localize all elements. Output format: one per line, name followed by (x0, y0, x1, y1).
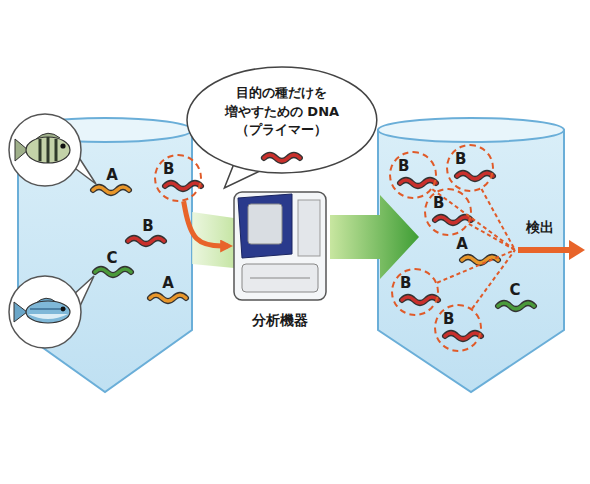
dna-strand (128, 238, 164, 244)
dna-strand (400, 180, 436, 186)
device-label: 分析機器 (232, 312, 328, 330)
species-letter: C (106, 249, 117, 267)
leader-line (482, 189, 515, 250)
fish-bubble (9, 276, 94, 348)
dna-strand (93, 187, 129, 193)
species-letter: B (398, 157, 409, 175)
leader-line (432, 189, 515, 250)
target-circle: B (389, 151, 437, 199)
dna-strand (93, 187, 129, 193)
dna-strand (400, 180, 436, 186)
target-circle: B (424, 188, 472, 236)
species-letter: B (433, 194, 444, 212)
flow-connector (184, 201, 228, 246)
target-circle: B (446, 144, 494, 192)
dna-strand (457, 173, 493, 179)
detection-arrow (518, 240, 585, 260)
leader-line (472, 250, 515, 309)
dna-strand (457, 173, 493, 179)
dna-strand (402, 297, 438, 303)
target-circle: B (154, 154, 202, 202)
label-holder: A (456, 235, 468, 253)
dna-strand (498, 303, 534, 309)
dna-strand (95, 269, 131, 275)
dna-strand (435, 217, 471, 223)
label-holder: 検出 (526, 219, 554, 237)
test-tube (378, 118, 564, 392)
dna-strand (150, 295, 186, 301)
dna-strand (128, 238, 164, 244)
dna-strand (445, 333, 481, 339)
label-holder: C (509, 281, 520, 299)
detection-label: 検出 (526, 219, 554, 237)
dna-strand (498, 303, 534, 309)
flow-arrow (330, 195, 419, 279)
species-letter: B (400, 274, 411, 292)
dna-strand (165, 183, 201, 189)
analyzer-drawing (232, 190, 328, 302)
dna-strand (402, 297, 438, 303)
species-letter: B (455, 150, 466, 168)
species-letter: B (142, 217, 153, 235)
label-holder: C (106, 249, 117, 267)
label-holder: B (142, 217, 153, 235)
target-circle: B (391, 268, 439, 316)
target-circle: B (434, 304, 482, 352)
species-letter: A (456, 235, 468, 253)
dna-strand (95, 269, 131, 275)
label-holder: A (106, 166, 118, 184)
leader-line (469, 224, 515, 250)
species-letter: A (106, 166, 118, 184)
callout-bubble: 目的の種だけを 増やすための DNA （プライマー） (186, 66, 378, 174)
species-letter: C (509, 281, 520, 299)
fish-bubble (9, 114, 96, 186)
analyzer-box: 分析機器 (232, 190, 328, 302)
test-tube (18, 118, 192, 392)
callout-outline (186, 66, 378, 174)
dna-strand (445, 333, 481, 339)
species-letter: B (163, 160, 174, 178)
dna-strand (165, 183, 201, 189)
callout-text: 目的の種だけを 増やすための DNA （プライマー） (220, 84, 344, 141)
label-holder: A (162, 274, 174, 292)
dna-strand (150, 295, 186, 301)
species-letter: B (443, 310, 454, 328)
species-letter: A (162, 274, 174, 292)
dna-strand (435, 217, 471, 223)
